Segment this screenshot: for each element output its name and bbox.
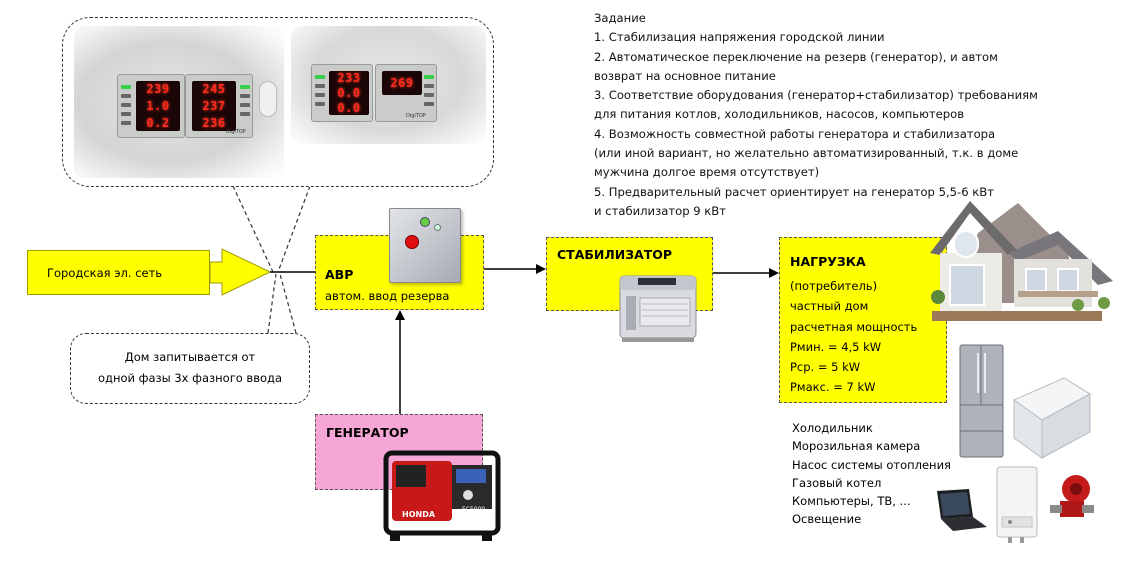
- arrowhead-load: [769, 268, 779, 278]
- voltage-relay-left: 233 0.0 0.0: [311, 64, 373, 122]
- task-line: (или иной вариант, но желательно автомат…: [594, 146, 1019, 161]
- display-value: 237: [202, 98, 226, 113]
- city-grid-label: Городская эл. сеть: [47, 265, 163, 280]
- generator-image: HONDA EC5000: [383, 450, 501, 541]
- photo-bubble-tail-left: [232, 185, 274, 273]
- load-line: (потребитель): [790, 279, 878, 293]
- abp-subtitle: автом. ввод резерва: [325, 289, 450, 303]
- relay-leds: [424, 75, 434, 106]
- phase-note-line: одной фазы 3х фазного ввода: [97, 371, 283, 385]
- relay-photo-bubble: 239 1.0 0.2 245 237 236 DigiTOP 233 0.0 …: [62, 17, 494, 187]
- relay-display: 245 237 236: [192, 81, 236, 131]
- gas-boiler-image: [996, 466, 1038, 543]
- laptop-image: [937, 489, 987, 531]
- indicator-lamp-icon: [420, 217, 430, 227]
- display-value: 236: [202, 115, 226, 130]
- task-heading: Задание: [594, 11, 646, 25]
- task-line: 2. Автоматическое переключение на резерв…: [594, 49, 998, 64]
- relay-display: 239 1.0 0.2: [136, 81, 180, 131]
- house-image: [930, 201, 1113, 321]
- abp-cabinet-image: [389, 208, 461, 283]
- display-value: 233: [337, 71, 361, 86]
- phase-note-bubble: Дом запитывается от одной фазы 3х фазног…: [70, 333, 310, 404]
- city-grid-arrow: [209, 248, 272, 296]
- refrigerator-image: [959, 344, 1004, 458]
- appliance-item: Освещение: [792, 512, 862, 527]
- arrowhead-abp: [395, 310, 405, 320]
- relay-display: 233 0.0 0.0: [329, 71, 369, 115]
- task-line: возврат на основное питание: [594, 68, 776, 83]
- circulation-pump-image: [1050, 475, 1094, 517]
- display-value: 0.0: [337, 100, 361, 115]
- display-value: 0.0: [337, 85, 361, 100]
- stabilizer-title: СТАБИЛИЗАТОР: [557, 247, 673, 262]
- task-description: Задание 1. Стабилизация напряжения город…: [594, 9, 1074, 221]
- voltage-relay-right: 269 DigiTOP: [375, 64, 437, 122]
- voltage-relay-right: 245 237 236 DigiTOP: [185, 74, 253, 138]
- load-line: Pмакс. = 7 kW: [790, 380, 876, 395]
- arrowhead-stab: [536, 264, 546, 274]
- task-line: 5. Предварительный расчет ориентирует на…: [594, 184, 994, 199]
- task-line: мужчина долгое время отсутствует): [594, 165, 820, 180]
- city-grid-block: Городская эл. сеть: [27, 250, 210, 295]
- phase-bubble-tail-right: [279, 273, 297, 334]
- display-value: 245: [202, 82, 226, 97]
- photo-bubble-tail-right: [277, 185, 311, 273]
- relay-photo-1: 239 1.0 0.2 245 237 236 DigiTOP: [74, 26, 284, 178]
- display-value: 239: [146, 82, 170, 97]
- load-block: НАГРУЗКА (потребитель) частный дом расче…: [779, 237, 947, 403]
- task-line: и стабилизатор 9 кВт: [594, 203, 727, 218]
- chest-freezer-image: [1012, 377, 1091, 459]
- load-line: Pср. = 5 kW: [790, 360, 861, 375]
- task-line: 1. Стабилизация напряжения городской лин…: [594, 30, 885, 45]
- load-details: (потребитель) частный дом расчетная мощн…: [790, 276, 917, 398]
- voltage-relay-left: 239 1.0 0.2: [117, 74, 185, 138]
- relay-display: 269: [382, 71, 422, 95]
- relay-leds: [121, 85, 131, 125]
- task-line: для питания котлов, холодильников, насос…: [594, 107, 965, 122]
- appliance-item: Морозильная камера: [792, 439, 921, 454]
- task-line: 3. Соответствие оборудования (генератор+…: [594, 88, 1038, 103]
- emergency-button-icon: [405, 235, 419, 249]
- appliance-item: Компьютеры, ТВ, ...: [792, 494, 911, 509]
- task-line: 4. Возможность совместной работы генерат…: [594, 126, 996, 141]
- switch-knob: [259, 81, 277, 117]
- phase-note-line: Дом запитывается от: [124, 350, 256, 364]
- generator-title: ГЕНЕРАТОР: [326, 425, 409, 440]
- generator-brand: HONDA: [402, 510, 436, 519]
- load-line: Pмин. = 4,5 kW: [790, 339, 882, 354]
- generator-model: EC5000: [462, 506, 485, 513]
- display-value: 1.0: [146, 98, 170, 113]
- stabilizer-image: [619, 275, 697, 342]
- phase-bubble-tail-left: [267, 273, 277, 334]
- appliance-item: Насос системы отопления: [792, 457, 951, 472]
- indicator-lamp-icon: [434, 224, 441, 231]
- relay-leds: [315, 75, 325, 106]
- appliance-list: Холодильник Морозильная камера Насос сис…: [792, 419, 951, 529]
- load-line: расчетная мощность: [790, 319, 918, 334]
- display-value: 0.2: [146, 115, 170, 130]
- display-value: 269: [390, 76, 414, 90]
- relay-leds: [240, 85, 250, 116]
- brand-label: DigiTOP: [406, 113, 426, 119]
- relay-photo-2: 233 0.0 0.0 269 DigiTOP: [291, 26, 486, 144]
- appliance-item: Холодильник: [792, 421, 873, 435]
- appliance-item: Газовый котел: [792, 475, 882, 490]
- abp-title: АВР: [325, 267, 354, 282]
- load-title: НАГРУЗКА: [790, 254, 866, 269]
- brand-label: DigiTOP: [226, 129, 246, 135]
- load-line: частный дом: [790, 299, 869, 314]
